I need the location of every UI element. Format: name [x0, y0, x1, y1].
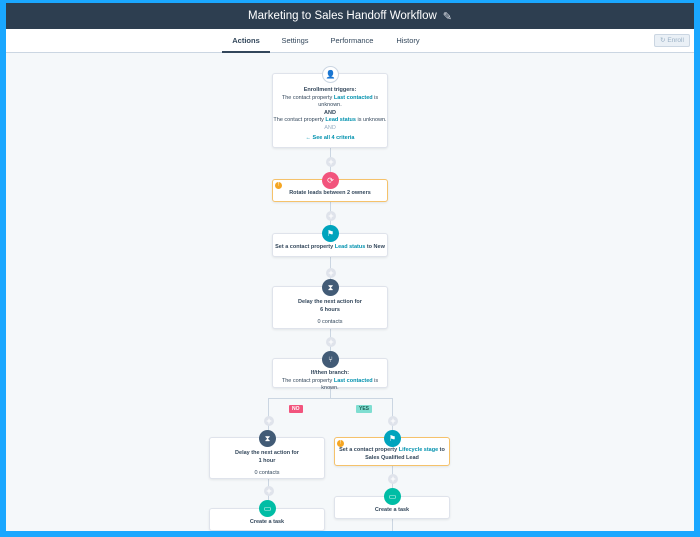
see-all-criteria-link[interactable]: ← See all 4 criteria — [305, 135, 355, 141]
warning-icon: ! — [337, 440, 344, 447]
add-action-button[interactable]: + — [326, 211, 336, 221]
rotate-leads-label: Rotate leads between 2 owners — [289, 190, 371, 196]
pencil-icon[interactable]: ✎ — [442, 10, 452, 23]
delay-line-1: Delay the next action for — [235, 450, 299, 456]
task-icon: ▭ — [259, 500, 276, 517]
add-action-button[interactable]: + — [326, 157, 336, 167]
branch-connector — [392, 398, 393, 433]
enrollment-trigger-card[interactable]: Enrollment triggers: The contact propert… — [272, 73, 388, 148]
hourglass-icon: ⧗ — [259, 430, 276, 447]
set-lead-status-label: Set a contact property Lead status to Ne… — [275, 244, 385, 250]
branch-connector — [268, 398, 269, 433]
delay-duration: 1 hour — [258, 457, 276, 464]
enrollment-criterion-2: The contact property Lead status is unkn… — [273, 117, 387, 123]
tab-history[interactable]: History — [396, 36, 420, 45]
and-label-2: AND — [324, 124, 336, 131]
create-task-label: Create a task — [249, 519, 285, 525]
enroll-label: Enroll — [667, 37, 684, 44]
add-action-button[interactable]: + — [264, 416, 274, 426]
and-label: AND — [324, 109, 336, 116]
warning-icon: ! — [275, 182, 282, 189]
refresh-icon: ↻ — [660, 37, 666, 44]
connector — [392, 519, 393, 531]
tab-actions[interactable]: Actions — [222, 29, 270, 53]
enrollment-criterion-1: The contact property Last contacted is u… — [281, 94, 379, 109]
rotate-leads-card[interactable]: ! Rotate leads between 2 owners — [272, 179, 388, 202]
add-action-button[interactable]: + — [388, 474, 398, 484]
create-task-label: Create a task — [374, 507, 410, 513]
enrollment-title: Enrollment triggers: — [303, 87, 357, 93]
branch-icon: ⑂ — [322, 351, 339, 368]
connector — [330, 207, 331, 237]
rotate-owner-icon: ⟳ — [322, 172, 339, 189]
contact-icon: 👤 — [322, 66, 339, 83]
connector — [330, 388, 331, 398]
add-action-button[interactable]: + — [264, 486, 274, 496]
hourglass-icon: ⧗ — [322, 279, 339, 296]
tab-bar: Actions Settings Performance History ↻ E… — [6, 29, 694, 53]
branch-connector — [268, 398, 392, 399]
app-window: Marketing to Sales Handoff Workflow ✎ Ac… — [6, 3, 694, 531]
add-action-button[interactable]: + — [326, 268, 336, 278]
delay-line-1: Delay the next action for — [298, 299, 362, 305]
flag-icon: ⚑ — [322, 225, 339, 242]
workflow-title[interactable]: Marketing to Sales Handoff Workflow — [248, 10, 437, 22]
add-action-button[interactable]: + — [388, 416, 398, 426]
add-action-button[interactable]: + — [326, 337, 336, 347]
set-lifecycle-label: Set a contact property Lifecycle stage t… — [339, 447, 445, 453]
enroll-button[interactable]: ↻ Enroll — [654, 34, 690, 47]
contacts-count: 0 contacts — [254, 470, 280, 476]
no-branch-label: NO — [289, 405, 303, 413]
if-then-criterion: The contact property Last contacted is k… — [281, 377, 379, 392]
lifecycle-value: Sales Qualified Lead — [365, 454, 419, 461]
tab-settings[interactable]: Settings — [281, 36, 309, 45]
tab-performance[interactable]: Performance — [330, 36, 374, 45]
yes-branch-label: YES — [356, 405, 373, 413]
workflow-canvas: Enrollment triggers: The contact propert… — [6, 53, 694, 531]
delay-duration: 6 hours — [320, 306, 340, 313]
title-bar: Marketing to Sales Handoff Workflow ✎ — [6, 3, 694, 29]
contacts-count: 0 contacts — [317, 319, 343, 325]
task-icon: ▭ — [384, 488, 401, 505]
if-then-title: If/then branch: — [310, 370, 350, 376]
flag-icon: ⚑ — [384, 430, 401, 447]
